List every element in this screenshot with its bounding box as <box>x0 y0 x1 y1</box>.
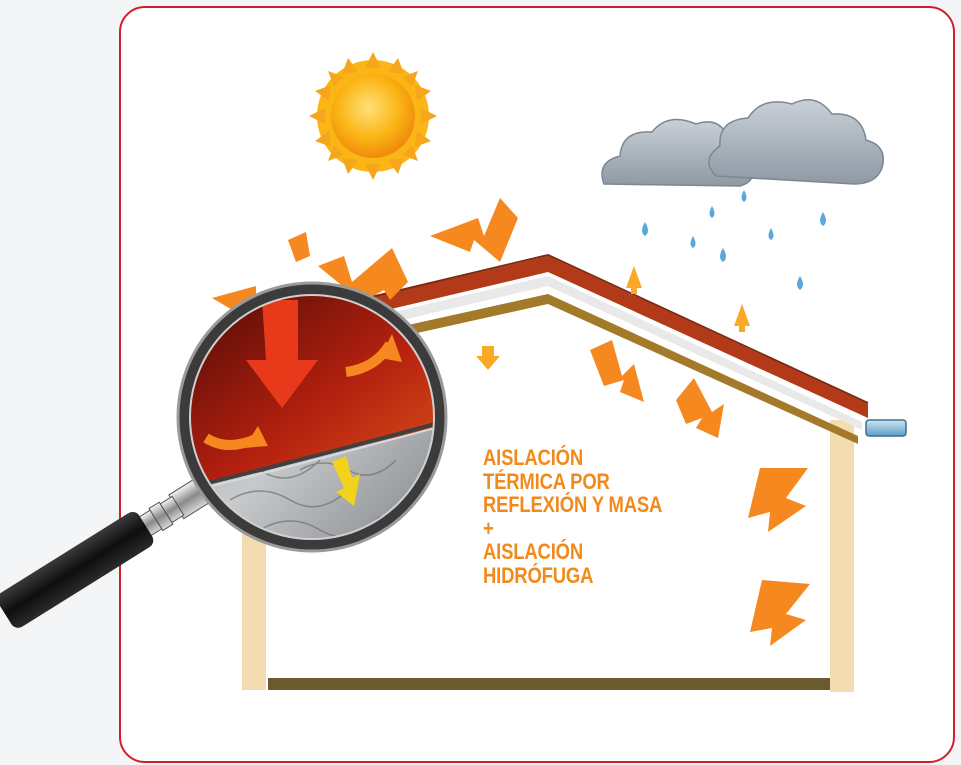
insulation-caption: AISLACIÓN TÉRMICA POR REFLEXIÓN Y MASA +… <box>483 446 696 587</box>
cloud-icon <box>601 99 884 187</box>
caption-line: HIDRÓFUGA <box>483 562 594 588</box>
caption-line: REFLEXIÓN Y MASA <box>483 492 663 517</box>
sun-icon <box>309 52 437 180</box>
caption-line: AISLACIÓN <box>483 445 584 470</box>
heat-arrow-icon <box>476 266 750 370</box>
heat-arrow-icon <box>590 340 810 646</box>
right-wall <box>830 420 854 692</box>
caption-line: TÉRMICA POR <box>483 468 610 494</box>
rain-drop-icon <box>642 190 826 290</box>
magnifying-glass-icon <box>0 281 448 628</box>
gutter-icon <box>865 419 907 437</box>
floor-beam <box>268 678 830 690</box>
caption-line: AISLACIÓN <box>483 539 584 564</box>
caption-plus: + <box>483 515 494 541</box>
